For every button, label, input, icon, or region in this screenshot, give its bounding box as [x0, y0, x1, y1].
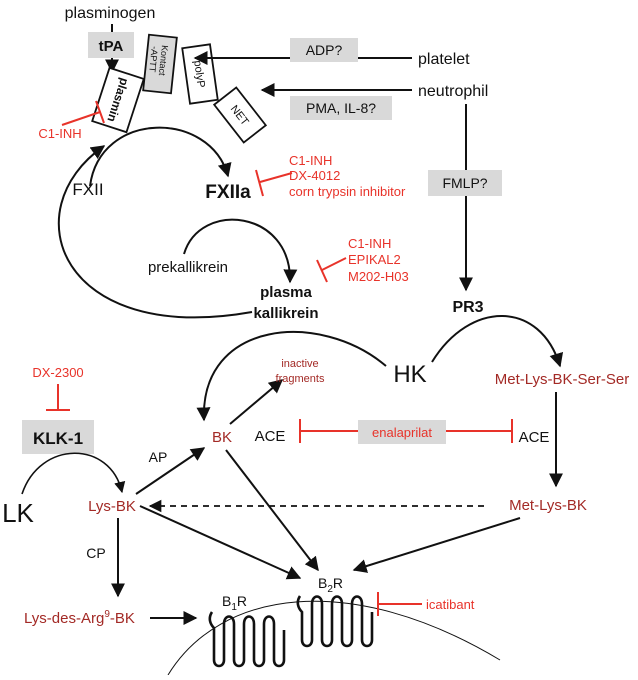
fmlp-box — [428, 170, 502, 196]
kallikrein-inhibitor-2: EPIKAL2 — [348, 252, 401, 267]
fxiia-inhibitor-bar — [255, 169, 264, 197]
bk-label: BK — [212, 429, 232, 446]
plasma-kallikrein-label-2: kallikrein — [253, 305, 318, 322]
fxiia-inhibitor-2: DX-4012 — [289, 168, 340, 183]
b1-receptor — [208, 611, 286, 668]
adp-box — [290, 38, 358, 62]
pma-box — [290, 96, 392, 120]
ap-label: AP — [149, 449, 168, 465]
prekallikrein-label: prekallikrein — [148, 259, 228, 276]
platelet-label: platelet — [418, 51, 470, 68]
pma-label: PMA, IL-8? — [306, 100, 376, 116]
hk-to-bk-arc — [196, 331, 387, 422]
fxiia-inhibitor-line — [259, 172, 293, 183]
cell-membrane — [167, 600, 501, 676]
inactive-fragments-1: inactive — [281, 358, 318, 370]
kallikrein-feedback-arc — [57, 145, 253, 319]
b2-receptor — [296, 595, 374, 648]
met-lys-bk-to-b2r-arrow — [352, 517, 521, 573]
bk-to-b2r-arrow — [225, 449, 319, 572]
plasmin-surface: plasmin — [91, 66, 145, 134]
polyp-surface: polyP — [181, 43, 219, 105]
lk-to-lys-bk-arc — [21, 452, 126, 495]
pr3-label: PR3 — [452, 299, 483, 316]
kontact-label-1: Kontact — [157, 45, 170, 77]
kallikrein-inhibitor-3: M202-H03 — [348, 269, 409, 284]
fxiia-label: FXIIa — [205, 182, 251, 203]
klk1-label: KLK-1 — [33, 429, 83, 448]
lys-bk-to-bk-arrow — [135, 447, 206, 495]
plasma-kallikrein-label-1: plasma — [260, 284, 312, 301]
klk1-box — [22, 420, 94, 454]
plasminogen-label: plasminogen — [65, 5, 156, 22]
tpa-box — [88, 32, 134, 58]
prekallikrein-activation-arc — [183, 218, 298, 284]
lys-bk-to-b2r-arrow — [139, 505, 302, 580]
cp-label: CP — [86, 545, 105, 561]
b2r-label: B2R — [318, 575, 343, 595]
met-lys-bk-ser-ser-label: Met-Lys-BK-Ser-Ser — [495, 371, 629, 388]
ace-right-label: ACE — [519, 429, 550, 446]
lk-label: LK — [2, 498, 34, 528]
net-surface: NET — [212, 86, 268, 144]
c1inh-plasmin-line — [61, 111, 101, 126]
fxii-label: FXII — [72, 180, 103, 199]
fxiia-inhibitor-1: C1-INH — [289, 153, 332, 168]
inactive-fragments-2: fragments — [276, 373, 325, 385]
enalaprilat-box — [358, 420, 446, 444]
kontact-label-2: -APTT — [147, 46, 160, 73]
hk-to-met-lys-arc — [431, 315, 564, 368]
dx2300-label: DX-2300 — [32, 365, 83, 380]
tpa-label: tPA — [99, 38, 124, 55]
hk-label: HK — [393, 361, 426, 388]
kontact-surface: Kontact -APTT — [142, 33, 178, 95]
bk-to-fragments-arrow — [229, 379, 284, 425]
fxiia-inhibitor-3: corn trypsin inhibitor — [289, 184, 406, 199]
ace-left-label: ACE — [255, 428, 286, 445]
enalaprilat-label: enalaprilat — [372, 425, 432, 440]
met-lys-bk-label: Met-Lys-BK — [509, 497, 587, 514]
b1r-label: B1R — [222, 593, 247, 613]
kallikrein-inhibitor-line — [321, 257, 347, 271]
adp-label: ADP? — [306, 42, 343, 58]
fmlp-label: FMLP? — [442, 175, 487, 191]
lys-des-arg-label: Lys-des-Arg9-BK — [24, 609, 135, 627]
c1inh-plasmin-label: C1-INH — [38, 126, 81, 141]
icatibant-label: icatibant — [426, 597, 475, 612]
c1inh-plasmin-bar — [95, 100, 105, 124]
polyp-label: polyP — [191, 60, 207, 89]
lys-bk-label: Lys-BK — [88, 498, 136, 515]
kallikrein-inhibitor-1: C1-INH — [348, 236, 391, 251]
fxii-activation-arc — [89, 126, 232, 187]
kallikrein-inhibitor-bar — [316, 259, 328, 283]
neutrophil-label: neutrophil — [418, 83, 488, 100]
